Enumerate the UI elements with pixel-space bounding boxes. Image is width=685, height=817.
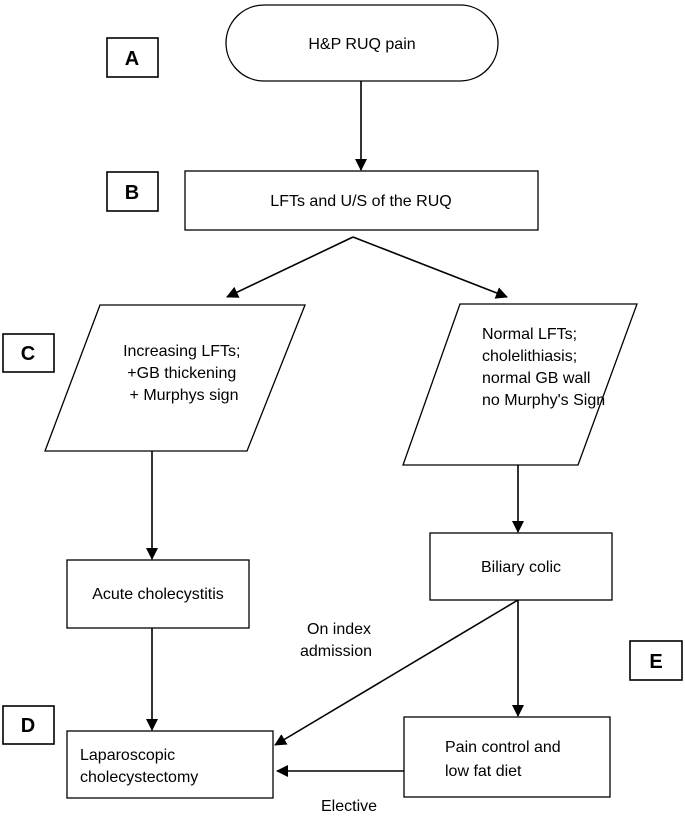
right-branch-line-4: no Murphy's Sign [482, 392, 605, 409]
label-c: C [21, 343, 35, 365]
right-branch-line-3: normal GB wall [482, 370, 590, 387]
right-branch-line-2: cholelithiasis; [482, 348, 577, 365]
label-e: E [649, 651, 662, 673]
edge-tests-to-left [226, 236, 354, 298]
label-a: A [125, 48, 139, 70]
label-e-box: E [629, 640, 683, 681]
label-d-box: D [2, 705, 55, 745]
surgery-line-1: Laparoscopic [80, 747, 175, 764]
start-node-label: H&P RUQ pain [308, 36, 415, 53]
index-admission-line-2: admission [300, 643, 372, 660]
label-b-box: B [106, 171, 159, 212]
label-b: B [125, 182, 139, 204]
right-branch-node: Normal LFTs; cholelithiasis; normal GB w… [402, 303, 638, 466]
pain-control-text: Pain control and low fat diet [445, 739, 565, 780]
edge-tests-to-right [352, 236, 508, 299]
left-branch-node: Increasing LFTs; +GB thickening + Murphy… [44, 304, 306, 452]
edge-biliary-to-surgery [274, 599, 519, 746]
label-c-box: C [2, 333, 55, 373]
label-a-box: A [106, 37, 159, 78]
index-admission-line-1: On index [307, 621, 371, 638]
pain-control-node: Pain control and low fat diet [403, 716, 611, 798]
biliary-node: Biliary colic [429, 532, 613, 601]
label-d: D [21, 715, 35, 737]
tests-node: LFTs and U/S of the RUQ [184, 170, 539, 231]
pain-control-line-1: Pain control and [445, 739, 561, 756]
acute-node-label: Acute cholecystitis [92, 586, 224, 603]
start-node: H&P RUQ pain [225, 4, 499, 82]
right-branch-line-1: Normal LFTs; [482, 326, 577, 343]
left-branch-text: Increasing LFTs; +GB thickening + Murphy… [123, 343, 245, 404]
right-branch-text: Normal LFTs; cholelithiasis; normal GB w… [482, 326, 605, 409]
left-branch-line-3: + Murphys sign [130, 387, 239, 404]
index-admission-label: On index admission [300, 621, 376, 660]
surgery-text: Laparoscopic cholecystectomy [80, 747, 198, 786]
biliary-node-label: Biliary colic [481, 559, 561, 576]
elective-label: Elective [321, 798, 377, 815]
acute-node: Acute cholecystitis [66, 559, 250, 629]
left-branch-line-1: Increasing LFTs; [123, 343, 240, 360]
surgery-line-2: cholecystectomy [80, 769, 198, 786]
pain-control-line-2: low fat diet [445, 763, 522, 780]
surgery-node: Laparoscopic cholecystectomy [66, 730, 274, 799]
tests-node-label: LFTs and U/S of the RUQ [270, 193, 451, 210]
left-branch-line-2: +GB thickening [127, 365, 236, 382]
